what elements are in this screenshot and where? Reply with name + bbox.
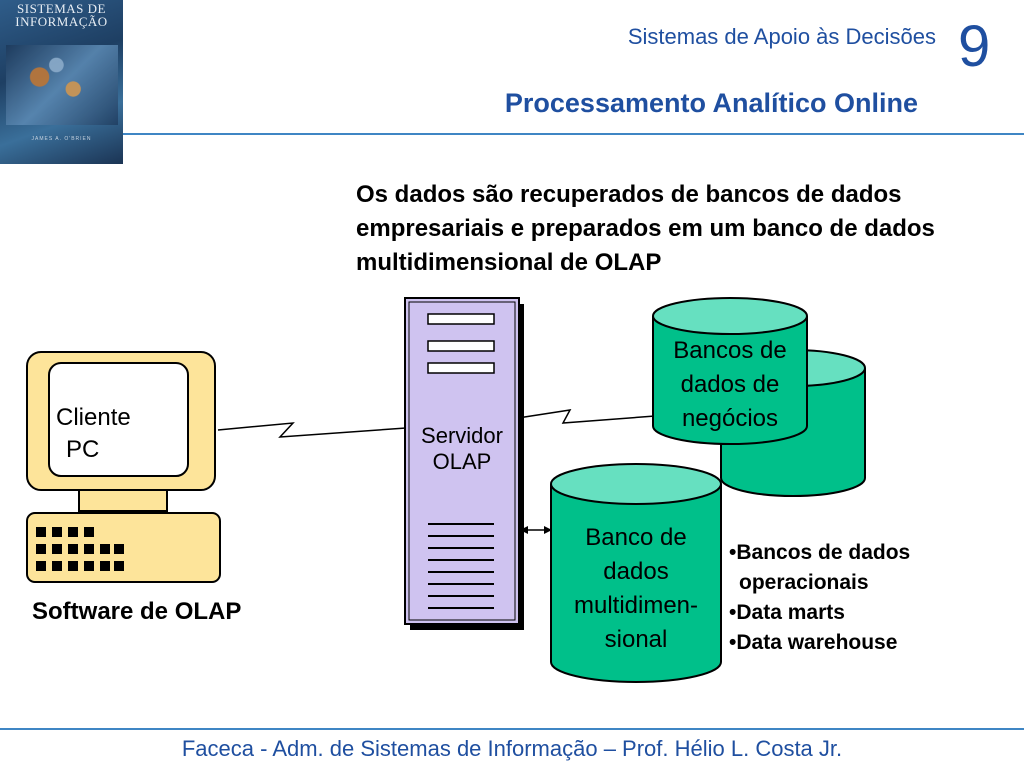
multidim-db-cylinder <box>550 463 722 683</box>
multidim-db-label: Banco de dados multidimen- sional <box>573 524 699 653</box>
list-item: Data marts <box>729 598 910 628</box>
list-item: Bancos de dados <box>729 538 910 568</box>
list-item: Data warehouse <box>729 628 910 658</box>
cover-author: JAMES A. O'BRIEN <box>31 136 92 142</box>
client-label: Cliente PC <box>56 404 131 463</box>
intro-text: Os dados são recuperados de bancos de da… <box>356 181 935 276</box>
double-arrow-icon <box>520 526 552 534</box>
server-label: Servidor OLAP <box>421 423 503 474</box>
connector-pc-server <box>217 422 407 438</box>
data-sources-list: Bancos de dados operacionais Data marts … <box>729 538 910 658</box>
book-cover: SISTEMAS DE INFORMAÇÃO JAMES A. O'BRIEN <box>0 0 123 164</box>
footer-divider <box>0 728 1024 730</box>
footer-text: Faceca - Adm. de Sistemas de Informação … <box>181 736 843 761</box>
chapter-subtitle: Sistemas de Apoio às Decisões <box>627 24 936 49</box>
connector-server-business-db <box>517 409 656 424</box>
business-db-label: Bancos de dados de negócios <box>673 337 787 432</box>
server-tower-icon <box>404 297 524 630</box>
slide-title: Processamento Analítico Online <box>504 88 918 118</box>
business-db-cylinder-front <box>652 297 808 445</box>
cover-title: SISTEMAS DE INFORMAÇÃO <box>15 1 108 29</box>
cover-artwork <box>6 45 118 125</box>
chapter-number: 9 <box>958 14 991 79</box>
client-caption: Software de OLAP <box>32 598 242 625</box>
list-item: operacionais <box>739 571 869 594</box>
header-divider <box>123 133 1024 135</box>
pc-icon <box>26 351 221 583</box>
